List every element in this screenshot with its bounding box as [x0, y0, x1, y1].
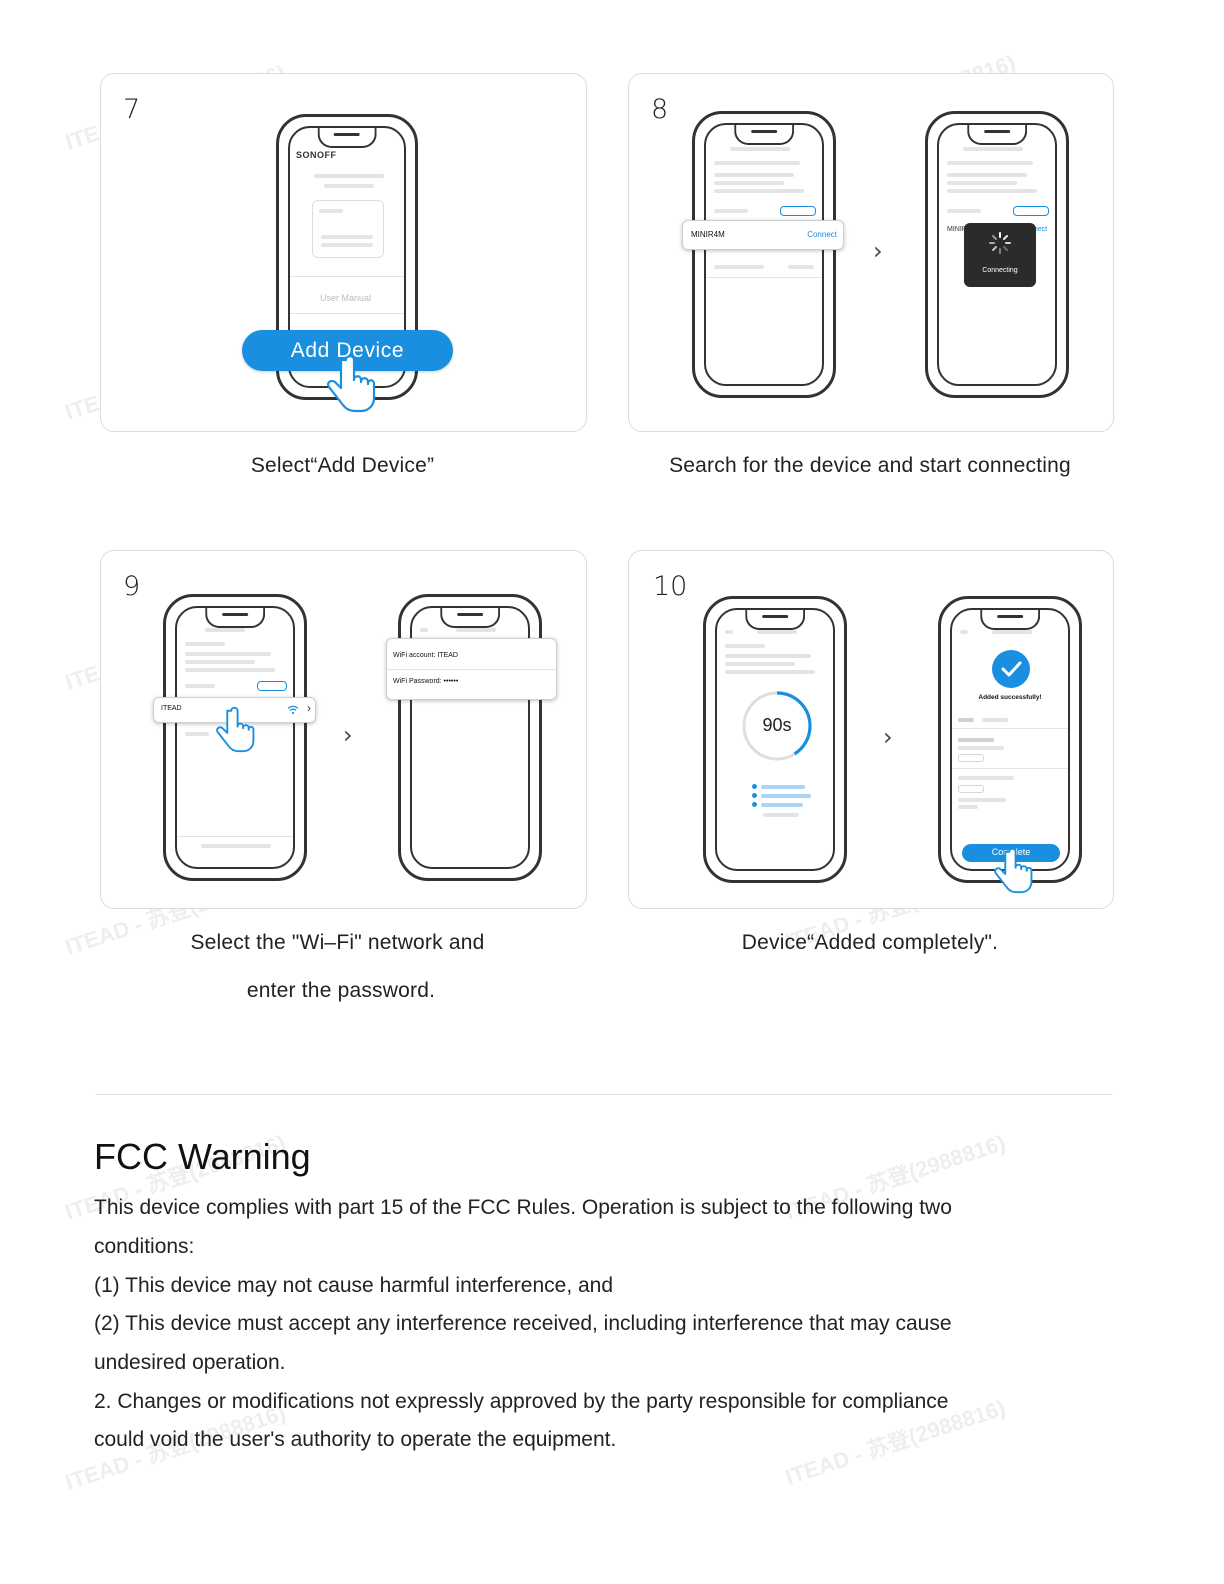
device-list-item[interactable]: MINIR4M Connect [682, 220, 844, 250]
wifi-account-field[interactable]: WiFi account: ITEAD [393, 652, 458, 659]
phone-illustration: 90s [703, 596, 847, 883]
sonoff-logo: SONOFF [296, 150, 337, 160]
phone-illustration: Added successfully! Complete [938, 596, 1082, 883]
progress-ring [742, 691, 812, 761]
section-divider [95, 1094, 1113, 1095]
chevron-right-icon: › [307, 701, 311, 715]
device-name: MINIR4M [947, 226, 977, 233]
next-arrow-icon: › [883, 723, 893, 751]
fcc-paragraph-line: (1) This device may not cause harmful in… [94, 1274, 614, 1297]
connecting-overlay: Connecting [964, 223, 1036, 287]
add-device-label: Add Device [290, 339, 405, 362]
fcc-paragraph-line: undesired operation. [94, 1351, 286, 1374]
wifi-password-field[interactable]: WiFi Password: •••••• [393, 678, 459, 685]
step-10-panel: 10 90s › [628, 550, 1114, 909]
step-8-caption: Search for the device and start connecti… [669, 454, 1071, 477]
phone-illustration: MINIR4M Connect Connecting [925, 111, 1069, 398]
step-9-panel: 9 ITEAD › › [100, 550, 587, 909]
device-preview-icon [312, 200, 384, 258]
step-number: 7 [123, 94, 141, 125]
tap-hand-icon [327, 355, 376, 413]
step-9-caption-line-1: Select the "Wi–Fi" network and [190, 931, 485, 954]
tap-hand-icon [216, 706, 255, 753]
next-arrow-icon: › [873, 237, 883, 265]
next-arrow-icon: › [343, 721, 353, 749]
fcc-paragraph-line: This device complies with part 15 of the… [94, 1196, 952, 1219]
added-successfully-label: Added successfully! [978, 694, 1042, 701]
step-7-panel: 7 SONOFF User Manual Add Device [100, 73, 587, 432]
connect-link[interactable]: Connect [807, 230, 837, 239]
loading-spinner-icon [989, 232, 1011, 254]
device-name: MINIR4M [691, 230, 725, 239]
timer-label: 90s [762, 715, 792, 735]
step-10-caption: Device“Added completely". [741, 931, 999, 954]
tap-hand-icon [994, 847, 1033, 894]
wifi-credentials-card: WiFi account: ITEAD WiFi Password: •••••… [386, 638, 557, 700]
step-8-panel: 8 MINIR4M Connect › M [628, 73, 1114, 432]
connecting-label: Connecting [982, 267, 1018, 274]
step-number: 8 [651, 94, 669, 125]
success-check-icon [992, 650, 1030, 688]
step-7-caption: Select“Add Device” [250, 454, 435, 477]
fcc-paragraph-line: (2) This device must accept any interfer… [94, 1312, 952, 1335]
network-name: ITEAD [161, 705, 182, 712]
step-number: 10 [653, 571, 688, 602]
fcc-paragraph-line: conditions: [94, 1235, 195, 1258]
user-manual-label: User Manual [320, 293, 372, 303]
step-number: 9 [123, 571, 141, 602]
phone-illustration [692, 111, 836, 398]
wifi-icon [287, 705, 299, 715]
step-9-caption-line-2: enter the password. [246, 979, 436, 1002]
fcc-paragraph-line: could void the user's authority to opera… [94, 1428, 617, 1451]
fcc-paragraph-line: 2. Changes or modifications not expressl… [94, 1390, 949, 1413]
fcc-warning-title: FCC Warning [94, 1136, 311, 1177]
